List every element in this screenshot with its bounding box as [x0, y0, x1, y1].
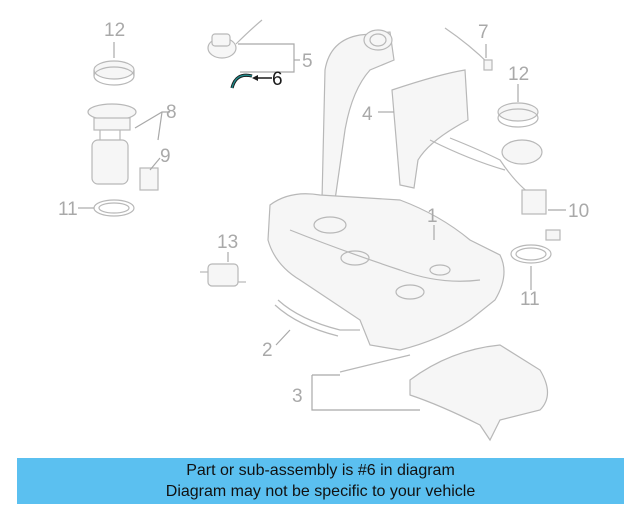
part-12-ring-right — [497, 102, 539, 128]
part-4-shield — [391, 69, 469, 189]
callout-7: 7 — [478, 22, 489, 43]
callout-4: 4 — [362, 104, 373, 125]
parts-diagram: 12 8 9 11 5 6 4 — [58, 19, 589, 442]
part-1-fuel-tank — [267, 193, 505, 351]
callout-3: 3 — [292, 386, 303, 407]
callout-9: 9 — [160, 146, 171, 167]
callout-10: 10 — [568, 201, 589, 222]
callout-2: 2 — [262, 340, 273, 361]
callout-11-left: 11 — [58, 199, 78, 220]
callout-6: 6 — [272, 69, 283, 90]
callout-13: 13 — [217, 232, 238, 253]
banner-line-2: Diagram may not be specific to your vehi… — [165, 483, 476, 500]
callout-8: 8 — [166, 102, 177, 123]
part-5-cap — [207, 19, 263, 59]
part-11-ring-left — [93, 199, 135, 217]
callout-12-left: 12 — [104, 20, 125, 41]
part-3-heat-shield — [339, 344, 549, 442]
part-8-pump-left — [87, 103, 159, 191]
part-12-ring-left — [93, 60, 135, 86]
part-filler-neck — [321, 29, 395, 201]
part-6-hose-highlight — [230, 73, 253, 89]
callout-11-right: 11 — [520, 289, 540, 310]
part-2-line — [274, 299, 360, 337]
part-7-sensor — [444, 27, 493, 71]
part-10-pump-right — [429, 137, 561, 241]
info-banner: Part or sub-assembly is #6 in diagram Di… — [17, 458, 624, 504]
part-13-filter — [200, 263, 246, 287]
part-11-ring-right — [510, 244, 552, 264]
callout-1: 1 — [427, 206, 438, 227]
callout-5: 5 — [302, 51, 313, 72]
banner-line-1: Part or sub-assembly is #6 in diagram — [186, 462, 455, 479]
callout-12-right: 12 — [508, 64, 529, 85]
